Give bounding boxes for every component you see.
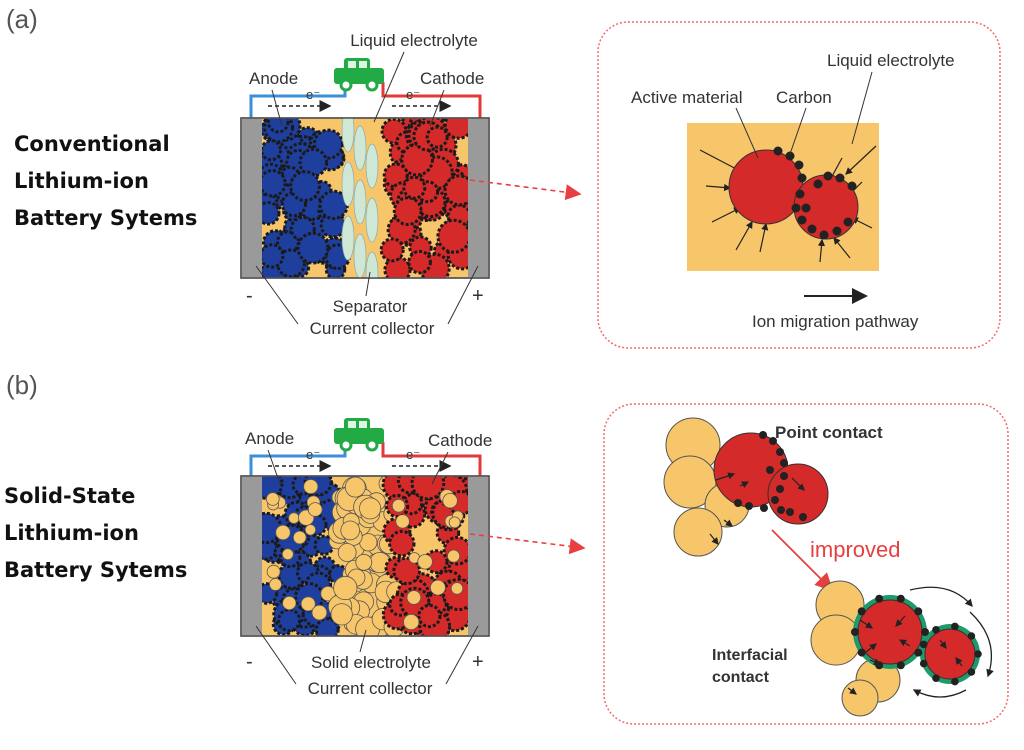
zoom-arrow-b xyxy=(469,533,586,555)
car-icon xyxy=(334,418,384,452)
carbon-label: Carbon xyxy=(776,88,832,107)
zoom-arrow-a xyxy=(469,179,582,201)
separator-label: Separator xyxy=(333,297,408,316)
car-icon xyxy=(334,58,384,92)
panel-a-side-title: Conventional Lithium-ion Battery Sytems xyxy=(14,132,198,230)
improved-label: improved xyxy=(810,537,900,562)
electron-label-right: e⁻ xyxy=(406,87,420,102)
ion-migration-label: Ion migration pathway xyxy=(752,312,919,331)
positive-terminal: + xyxy=(472,651,484,673)
solid-electrolyte-label: Solid electrolyte xyxy=(311,653,431,672)
electron-label-left: e⁻ xyxy=(306,447,320,462)
current-collector-left xyxy=(241,118,262,278)
current-collector-right xyxy=(468,476,489,636)
wire-right xyxy=(381,442,482,476)
positive-terminal: + xyxy=(472,285,484,307)
liquid-electrolyte-zoom-label: Liquid electrolyte xyxy=(827,51,955,70)
liquid-electrolyte-label: Liquid electrolyte xyxy=(350,31,478,50)
active-material-particle xyxy=(767,463,829,525)
carbon-particles xyxy=(773,146,857,240)
anode-label: Anode xyxy=(245,429,294,448)
cathode-label: Cathode xyxy=(428,431,492,450)
carbon-particles xyxy=(851,594,982,686)
negative-terminal: - xyxy=(246,651,253,673)
active-material-particle xyxy=(728,149,804,225)
negative-terminal: - xyxy=(246,285,253,307)
current-collector-label: Current collector xyxy=(308,679,433,698)
current-collector-right xyxy=(468,118,489,278)
electron-label-left: e⁻ xyxy=(306,87,320,102)
panel-b-letter: (b) xyxy=(6,370,38,400)
improved-arrow xyxy=(771,529,834,592)
panel-b-side-title: Solid-State Lithium-ion Battery Sytems xyxy=(4,484,188,582)
point-contact-label: Point contact xyxy=(775,423,883,442)
anode-label: Anode xyxy=(249,69,298,88)
panel-b-cell: Anode Cathode e⁻ e⁻ - + Solid electrolyt… xyxy=(240,418,492,698)
active-material-label: Active material xyxy=(631,88,742,107)
active-material-particle xyxy=(857,599,923,665)
current-collector-label: Current collector xyxy=(310,319,435,338)
electron-label-right: e⁻ xyxy=(406,447,420,462)
panel-a-cell: Liquid electrolyte Anode Cathode e⁻ e⁻ -… xyxy=(240,31,490,338)
panel-a-letter: (a) xyxy=(6,4,38,34)
cathode-label: Cathode xyxy=(420,69,484,88)
wire-right xyxy=(381,82,482,118)
current-collector-left xyxy=(241,476,262,636)
active-material-particle xyxy=(924,628,976,680)
electrode-particles xyxy=(262,118,468,278)
zoom-box-a: Active material Carbon Liquid electrolyt… xyxy=(597,21,1001,349)
carbon-particles xyxy=(734,431,807,521)
electrode-particles xyxy=(262,476,468,636)
